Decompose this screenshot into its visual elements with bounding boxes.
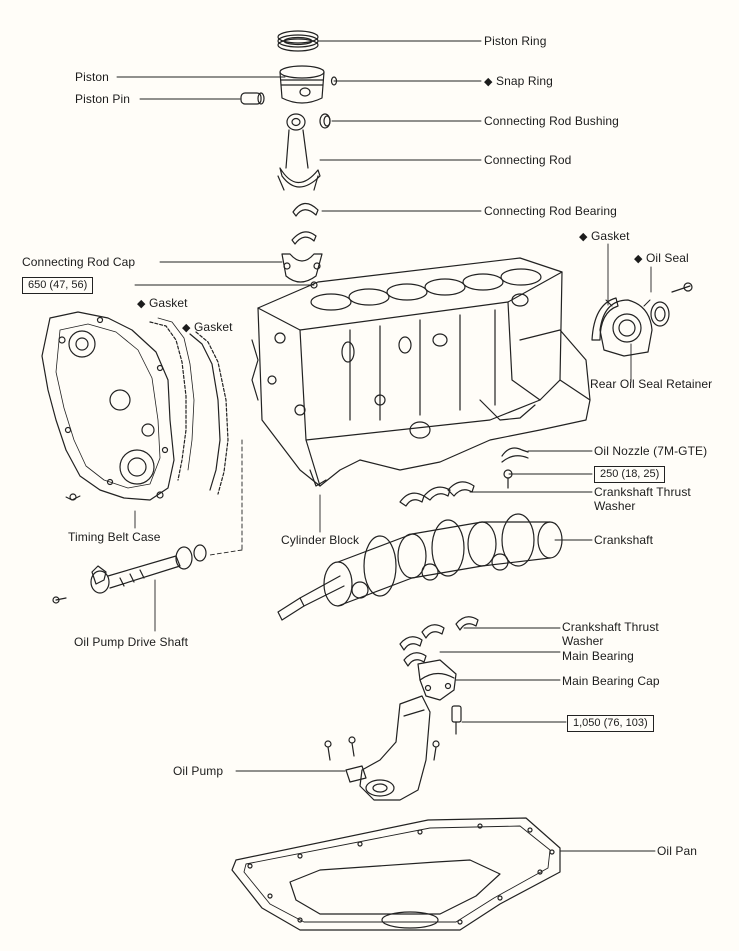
label-gasket-left-1-group: ◆ Gasket (137, 296, 188, 311)
main-bearing-drawing (403, 624, 445, 667)
crankshaft-drawing (277, 513, 563, 621)
piston-drawing (279, 65, 325, 104)
label-connecting-rod-bearing: Connecting Rod Bearing (484, 204, 617, 218)
connecting-rod-bearing-drawing (291, 202, 319, 245)
piston-ring-drawing (277, 30, 319, 52)
thrust-washer-upper-drawing (399, 481, 475, 507)
connecting-rod-bushing-drawing (319, 113, 331, 129)
label-gasket-left-2: Gasket (194, 320, 233, 334)
gasket-left-2-drawing (189, 331, 229, 495)
oil-pump-drawing (324, 695, 440, 801)
label-piston-ring: Piston Ring (484, 34, 547, 48)
torque-spec-oil-nozzle: 250 (18, 25) (594, 466, 666, 483)
non-reusable-icon: ◆ (634, 253, 643, 265)
retainer-bolt-drawing (671, 282, 693, 293)
label-thrust-washer-lower: Crankshaft Thrust Washer (562, 620, 659, 648)
label-oil-nozzle: Oil Nozzle (7M-GTE) (594, 444, 708, 458)
label-timing-belt-case: Timing Belt Case (68, 530, 161, 544)
snap-ring-drawing (330, 76, 338, 86)
label-rear-oil-seal-retainer: Rear Oil Seal Retainer (590, 377, 713, 391)
piston-pin-drawing (240, 92, 265, 105)
label-thrust-washer-upper: Crankshaft Thrust Washer (594, 485, 691, 513)
label-oil-pump-drive-shaft: Oil Pump Drive Shaft (74, 635, 189, 649)
label-connecting-rod: Connecting Rod (484, 153, 572, 167)
label-gasket-right-group: ◆ Gasket (579, 229, 630, 244)
label-piston-pin: Piston Pin (75, 92, 131, 106)
main-bearing-cap-drawing (417, 659, 457, 701)
oil-pan-drawing (231, 817, 561, 931)
connecting-rod-cap-drawing (281, 253, 323, 283)
label-crankshaft: Crankshaft (594, 533, 654, 547)
label-piston: Piston (75, 70, 109, 84)
label-connecting-rod-bushing: Connecting Rod Bushing (484, 114, 619, 128)
torque-spec-main-cap: 1,050 (76, 103) (567, 715, 654, 732)
cylinder-block-drawing (251, 257, 591, 487)
label-main-bearing-cap: Main Bearing Cap (562, 674, 660, 688)
non-reusable-icon: ◆ (484, 76, 493, 88)
rear-oil-seal-retainer-drawing (599, 299, 653, 357)
non-reusable-icon: ◆ (137, 298, 146, 310)
connecting-rod-drawing (277, 113, 321, 191)
label-oil-seal: Oil Seal (646, 251, 689, 265)
oil-seal-drawing (650, 301, 670, 327)
main-cap-bolt-drawing (451, 705, 462, 735)
timing-belt-case-drawing (41, 311, 175, 501)
label-gasket-right: Gasket (591, 229, 630, 243)
oil-nozzle-drawing (501, 447, 529, 489)
label-gasket-left-2-group: ◆ Gasket (182, 320, 233, 335)
label-gasket-left-1: Gasket (149, 296, 188, 310)
gasket-right-drawing (591, 297, 619, 341)
label-snap-ring: Snap Ring (496, 74, 553, 88)
gasket-left-1-drawing (149, 317, 195, 481)
oil-pump-drive-shaft-drawing (90, 544, 207, 594)
label-snap-ring-group: ◆ Snap Ring (484, 74, 553, 89)
non-reusable-icon: ◆ (579, 231, 588, 243)
torque-spec-rod-cap: 650 (47, 56) (22, 277, 94, 294)
leader-lines (116, 40, 656, 852)
label-oil-pan: Oil Pan (657, 844, 698, 858)
label-oil-seal-group: ◆ Oil Seal (634, 251, 689, 266)
non-reusable-icon: ◆ (182, 322, 191, 334)
label-oil-pump: Oil Pump (173, 764, 224, 778)
label-connecting-rod-cap: Connecting Rod Cap (22, 255, 136, 269)
drive-shaft-bolt-drawing (52, 596, 67, 604)
label-cylinder-block: Cylinder Block (281, 533, 360, 547)
label-main-bearing: Main Bearing (562, 649, 634, 663)
thrust-washer-lower-drawing (399, 616, 479, 651)
